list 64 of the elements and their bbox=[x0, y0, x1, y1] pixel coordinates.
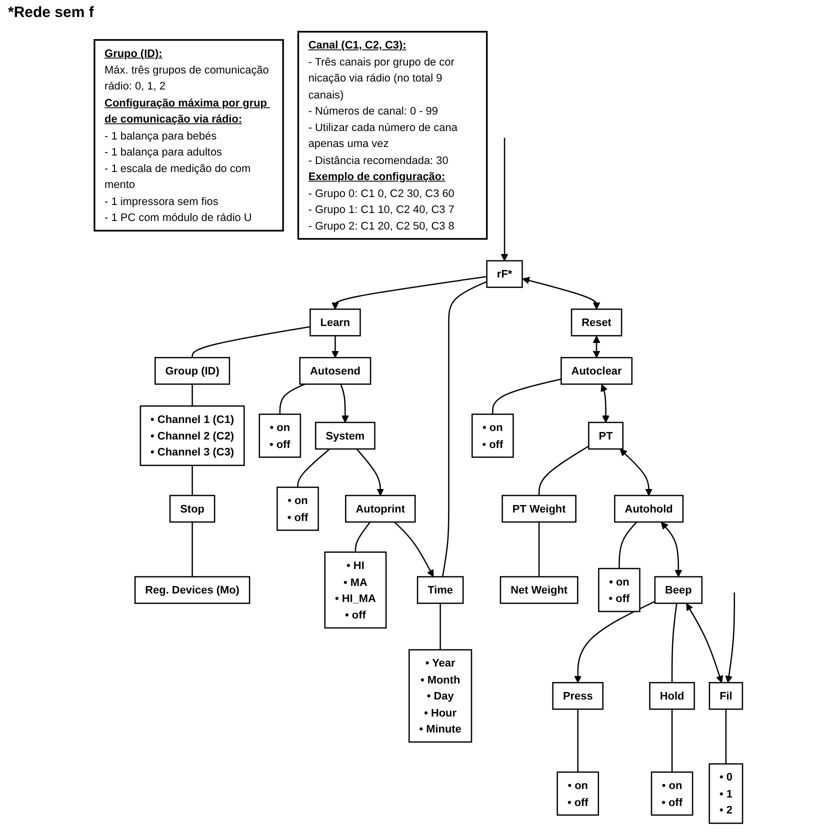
connector bbox=[538, 522, 540, 577]
connector bbox=[192, 384, 193, 406]
node-box bbox=[310, 308, 361, 336]
node-box bbox=[276, 486, 319, 531]
connector bbox=[618, 522, 638, 569]
node-box bbox=[552, 682, 604, 710]
connector bbox=[279, 384, 306, 414]
connector bbox=[192, 465, 193, 496]
footnote-heading: *Rede sem f bbox=[8, 4, 94, 21]
connector bbox=[538, 446, 590, 496]
node-box bbox=[345, 494, 416, 523]
connector bbox=[354, 522, 371, 552]
node-box bbox=[708, 763, 744, 824]
node-box bbox=[169, 494, 216, 523]
node-box bbox=[408, 649, 472, 743]
arrow bbox=[686, 603, 724, 683]
arrow bbox=[394, 522, 434, 578]
node-box bbox=[486, 260, 523, 288]
node-box bbox=[299, 356, 372, 385]
arrow bbox=[725, 592, 735, 683]
node-box bbox=[258, 414, 302, 458]
arrow bbox=[660, 522, 682, 578]
connector bbox=[440, 603, 441, 650]
node-box bbox=[614, 494, 684, 523]
node-box bbox=[650, 771, 694, 816]
node-box bbox=[654, 576, 703, 604]
arrow bbox=[592, 336, 600, 358]
arrow bbox=[356, 448, 384, 496]
node-box bbox=[314, 422, 376, 450]
arrow bbox=[574, 600, 656, 683]
node-box bbox=[588, 422, 624, 450]
arrow bbox=[620, 448, 653, 496]
arrow bbox=[522, 276, 600, 310]
node-box bbox=[94, 39, 284, 232]
connector bbox=[192, 522, 193, 577]
connector bbox=[671, 709, 673, 772]
connector bbox=[297, 448, 330, 488]
node-box bbox=[324, 552, 387, 629]
node-box bbox=[502, 494, 576, 523]
node-box bbox=[598, 568, 640, 612]
connector bbox=[725, 709, 727, 764]
node-box bbox=[649, 682, 695, 710]
arrow bbox=[600, 384, 610, 423]
flowchart-drawing: rF* Learn Group (ID) • Channel 1 (C1) • Channel 2 (C2) • Channel 3 (C3) Stop Reg. Devices (Mo) Autosend • on • off System • on • off Autoprint • HI • MA • HI_MA • off Time • Year • Month • Day • Hour • Minute Reset Autoclear • on • off PT PT Weight Net Weight Autohold • on • off Beep Press • on • off Hold • on • off Fil • 0 • 1 • 2 Grupo (ID): Máx. três grupos de comunicação rádio: 0, 1, 2 Configuração máxima por grup de comunicação via rádio: - 1 balança para bebés - 1 balança para adultos - 1 escala de medição do com mento - 1 impressora sem fios - 1 PC com módulo de rádio U Canal (C1, C2, C3): - Três canais por grupo de cor nicação via rádio (no total 9 canais) - Números de canal: 0 - 99 - Utilizar cada número de cana apenas uma vez - Distância recomendada: 30 Exemplo de configuração: - Grupo 0: C1 0, C2 30, C3 60 - Grupo 1: C1 10, C2 40, C3 7 - Grupo 2: C1 20, C2 50, C3 8 bbox=[0, 25, 837, 830]
node-box bbox=[154, 356, 230, 385]
node-box bbox=[560, 356, 633, 385]
node-box bbox=[140, 405, 245, 466]
arrow bbox=[332, 276, 487, 310]
node-box bbox=[472, 414, 514, 458]
node-box bbox=[134, 576, 250, 604]
arrow bbox=[500, 138, 508, 262]
node-box bbox=[556, 771, 600, 816]
node-box bbox=[708, 682, 744, 710]
connector bbox=[192, 326, 310, 358]
node-box bbox=[500, 576, 578, 604]
connector bbox=[671, 603, 678, 683]
arrow bbox=[332, 336, 339, 358]
arrow bbox=[340, 384, 349, 423]
connector bbox=[442, 281, 488, 577]
connector bbox=[492, 378, 562, 414]
connector bbox=[577, 709, 578, 772]
node-box bbox=[416, 576, 464, 604]
node-box bbox=[297, 30, 488, 240]
node-box bbox=[570, 308, 622, 336]
